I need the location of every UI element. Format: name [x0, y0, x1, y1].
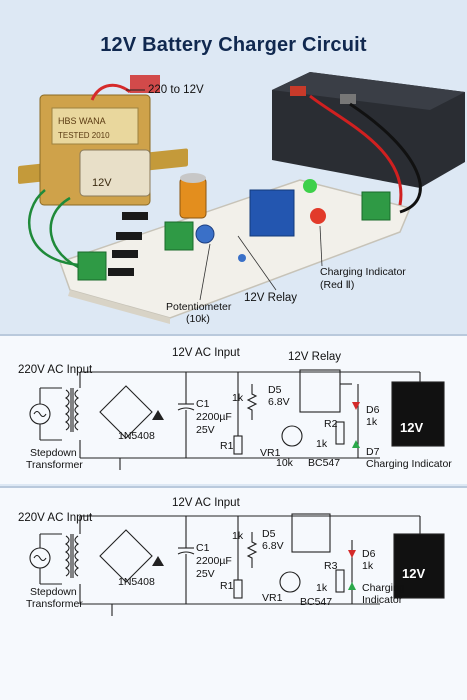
schem2-indicator-label-2: Indicator: [362, 594, 403, 606]
schem2-c1-value: 2200µF: [196, 555, 232, 567]
charging-indicator-color: (Red Ⅱ): [320, 279, 355, 291]
schem2-battery-label: 12V: [402, 566, 426, 581]
schem2-ac-input-label: 12V AC Input: [172, 497, 240, 509]
schem2-vr1-label: VR1: [262, 592, 283, 604]
schem1-d6-value: 1k: [366, 416, 378, 428]
schem1-pot-top: 1k: [232, 392, 244, 404]
schem1-d5-value: 6.8V: [268, 396, 290, 408]
section-divider: [0, 334, 467, 336]
relay-label: 12V Relay: [244, 292, 298, 304]
transformer-rating-label: 220 to 12V: [148, 84, 204, 96]
schem1-battery-label: 12V: [400, 420, 424, 435]
schem1-vr1-value: 10k: [276, 457, 293, 469]
schem2-pot-top: 1k: [232, 530, 244, 542]
schem1-c1-label: C1: [196, 398, 210, 410]
relay-photo: [249, 189, 295, 237]
schematic-panel-1: [0, 336, 467, 484]
schem2-d6-value: 1k: [362, 560, 374, 572]
schem1-r2-label: R2: [324, 418, 338, 430]
schem2-ac-source-label: 220V AC Input: [18, 512, 93, 524]
schematic-1-drawing: [29, 369, 445, 470]
potentiometer-label: Potentiometer: [166, 301, 232, 313]
capacitor-photo: [179, 177, 207, 219]
schem1-ac-input-label: 12V AC Input: [172, 347, 240, 359]
schem1-transformer-label: Stepdown: [30, 447, 77, 459]
schem1-c1-value: 2200µF: [196, 411, 232, 423]
schem2-c1-label: C1: [196, 542, 210, 554]
schem2-d6-label: D6: [362, 548, 376, 560]
transformer-face-label: 12V: [92, 177, 112, 189]
schem1-d5-label: D5: [268, 384, 282, 396]
schem2-transistor-label: BC547: [300, 596, 333, 608]
schem2-r1-label: R1: [220, 580, 234, 592]
schem2-r3-label: R3: [324, 560, 338, 572]
schem1-d6-label: D6: [366, 404, 380, 416]
svg-text:TESTED 2010: TESTED 2010: [58, 131, 110, 140]
schem2-d5-value: 6.8V: [262, 540, 284, 552]
schem1-transformer-label-2: Transformer: [26, 459, 83, 471]
schem2-transformer-label-2: Transformer: [26, 598, 83, 610]
schem2-r3-value: 1k: [316, 582, 328, 594]
schem2-c1-voltage: 25V: [196, 568, 215, 580]
schem2-indicator-label: Charging: [362, 582, 405, 594]
schem1-ac-source-label: 220V AC Input: [18, 364, 93, 376]
schem2-transformer-label: Stepdown: [30, 586, 77, 598]
battery-photo: [272, 72, 465, 188]
transformer: HBS WANA TESTED 2010 12V: [18, 75, 188, 206]
schem1-diode-label: 1N5408: [118, 430, 155, 442]
schem1-relay-label: 12V Relay: [288, 351, 342, 363]
page-title: 12V Battery Charger Circuit: [100, 34, 367, 56]
schem1-transistor-label: BC547: [308, 457, 341, 469]
schem1-r1-label: R1: [220, 440, 234, 452]
schem1-c1-voltage: 25V: [196, 424, 215, 436]
schem2-d5-label: D5: [262, 528, 276, 540]
schem1-vr1-label: VR1: [260, 447, 281, 459]
schem1-indicator-label: Charging Indicator: [366, 458, 452, 470]
circuit-photo-illustration: HBS WANA TESTED 2010 12V: [18, 72, 465, 324]
schem1-r2-value: 1k: [316, 438, 328, 450]
section-divider: [0, 486, 467, 488]
schematic-2-drawing: [29, 513, 445, 616]
potentiometer-value: (10k): [186, 313, 210, 325]
schem1-d7-label: D7: [366, 446, 380, 458]
svg-text:HBS WANA: HBS WANA: [58, 116, 106, 126]
schem2-diode-label: 1N5408: [118, 576, 155, 588]
charging-indicator-label: Charging Indicator: [320, 266, 406, 278]
